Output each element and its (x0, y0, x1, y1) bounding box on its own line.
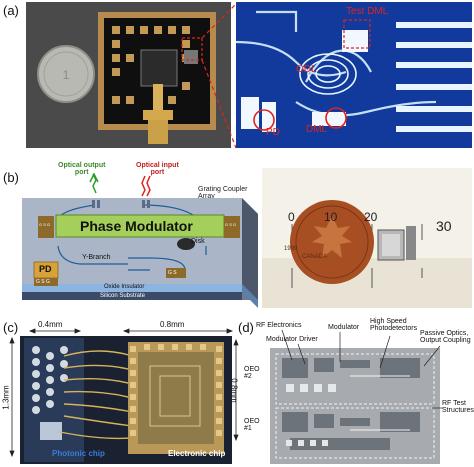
oeo-die-photo (270, 348, 440, 464)
modulator-label: Modulator (328, 324, 360, 331)
test-dml-label: Test DML (346, 6, 389, 17)
phase-modulator-label: Phase Modulator (80, 218, 193, 234)
rf-test-structures-label: RF Test Structures (442, 400, 474, 414)
optical-input-port-label: Optical input port (136, 162, 179, 176)
modulator-driver-label: Modulator Driver (266, 336, 318, 343)
coin-year-text: 1999 (284, 246, 298, 252)
pd-label: PD (266, 127, 280, 138)
high-speed-photodetectors-label: High Speed Photodetectors (370, 318, 418, 332)
coin-ruler-photo: CANADA 1999 0 10 20 30 (262, 168, 472, 308)
grating-coupler-label: Grating Coupler Array (198, 186, 248, 200)
optical-output-port-label: Optical output port (58, 162, 106, 176)
svg-text:1: 1 (63, 68, 70, 82)
ruler-20: 20 (364, 210, 378, 224)
photonic-chip-label: Photonic chip (52, 449, 105, 458)
ruler-10: 10 (324, 210, 338, 224)
panel-label-d: (d) (238, 320, 254, 335)
chip-micrograph: Photonic chip Electronic chip (20, 336, 232, 464)
oeo2-label: OEO #2 (244, 366, 260, 380)
panel-label-b: (b) (3, 170, 19, 185)
y-branch-label: Y-Branch (82, 254, 111, 261)
electronic-chip-label: Electronic chip (168, 449, 226, 458)
panel-label-c: (c) (3, 320, 19, 335)
gs-pad-label: G S (168, 270, 177, 276)
disk-label: Disk (191, 238, 205, 245)
dim-0-4mm-label: 0.4mm (38, 320, 63, 329)
gsg-left-label: G S G (39, 222, 51, 227)
gsg-right-label: G S G (225, 222, 237, 227)
oxide-insulator-label: Oxide Insulator (104, 284, 145, 290)
panel-label-a: (a) (3, 3, 19, 18)
passive-optics-label: Passive Optics, Output Coupling (420, 330, 471, 344)
pd-box-label: PD (39, 264, 52, 274)
coin-canada-text: CANADA (302, 254, 328, 260)
board-photo: 1 (26, 2, 231, 148)
oeo1-label: OEO #1 (244, 418, 260, 432)
silicon-substrate-label: Silicon Substrate (100, 293, 146, 299)
rf-electronics-label: RF Electronics (256, 322, 302, 329)
pic-zoom-image: Test DML ODL PD DML (236, 2, 472, 148)
dim-0-8mm-top-label: 0.8mm (160, 320, 185, 329)
pd-gsg-label: G S G (36, 279, 50, 285)
ruler-30: 30 (436, 218, 452, 234)
ruler-0: 0 (288, 210, 295, 224)
dml-label: DML (306, 124, 328, 135)
odl-label: ODL (296, 64, 317, 75)
dim-1-3mm-label: 1.3mm (1, 385, 11, 410)
